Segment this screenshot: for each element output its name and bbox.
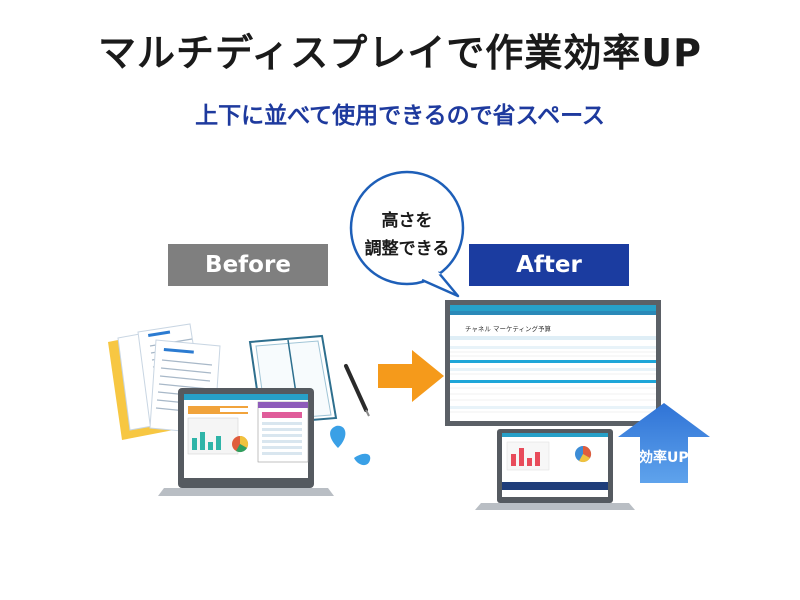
bubble-line-2: 調整できる	[364, 239, 450, 259]
after-label: After	[469, 244, 629, 286]
page-title: マルチディスプレイで作業効率UP	[97, 31, 703, 75]
before-label: Before	[168, 244, 328, 286]
bubble-text: 高さを 調整できる	[347, 207, 467, 263]
pen-icon	[344, 364, 370, 417]
page-subtitle: 上下に並べて使用できるので省スペース	[195, 103, 605, 129]
bubble-line-1: 高さを	[381, 211, 433, 231]
svg-text:チャネル マーケティング予算: チャネル マーケティング予算	[465, 324, 551, 333]
upper-monitor: チャネル マーケティング予算	[445, 300, 661, 426]
speech-bubble-icon	[349, 170, 465, 298]
efficiency-badge: 効率UP!	[638, 450, 695, 466]
before-illustration	[108, 323, 371, 496]
after-illustration: チャネル マーケティング予算	[445, 300, 661, 510]
sweat-drops-icon	[330, 425, 371, 466]
up-arrow-icon	[618, 403, 710, 483]
right-arrow-icon	[378, 350, 444, 402]
lower-laptop	[475, 429, 635, 510]
laptop-icon	[158, 388, 334, 496]
